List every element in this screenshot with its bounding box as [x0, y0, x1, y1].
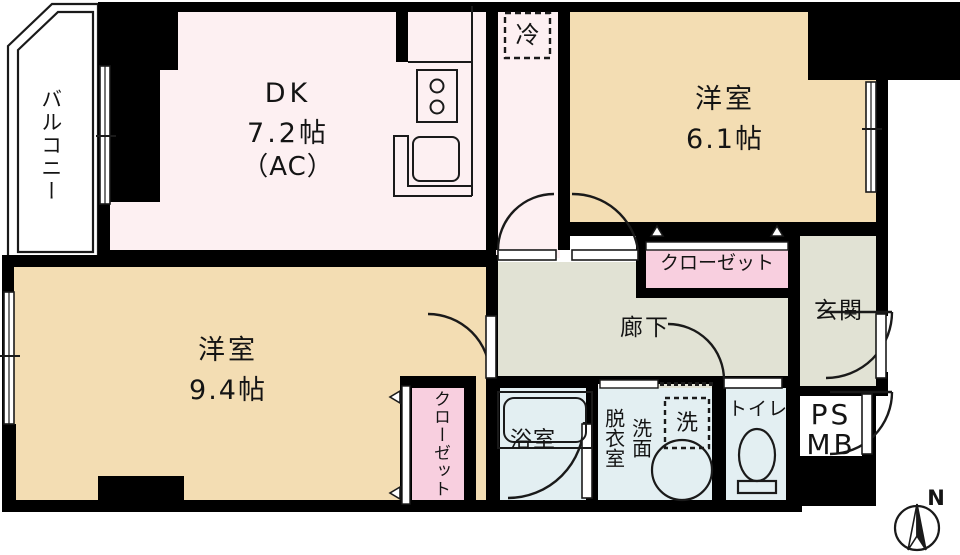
- washer-label: 洗: [675, 411, 698, 436]
- bath-floor: [495, 388, 593, 505]
- genkan-label: 玄関: [814, 298, 864, 324]
- psmb-label-2: MB: [806, 428, 856, 461]
- doors: [427, 192, 894, 500]
- closet-left-floor: [410, 385, 470, 505]
- closet-top-doors: [645, 224, 789, 251]
- psmb-label-1: PS: [810, 398, 852, 431]
- dk-area-label: 7.2帖: [247, 118, 329, 149]
- room61-area-label: 6.1帖: [686, 124, 764, 155]
- room61-floor: [570, 10, 880, 232]
- room94-floor: [10, 265, 490, 505]
- toilet-floor: [724, 388, 792, 505]
- balcony-area: [6, 2, 100, 260]
- bathtub-icon: [497, 391, 593, 449]
- toilet-label: トイレ: [727, 398, 788, 420]
- compass-icon: [893, 503, 941, 552]
- genkan-floor: [800, 236, 878, 392]
- refrigerator-icon: [503, 11, 552, 60]
- refrigerator-label: 冷: [515, 21, 540, 49]
- bath-label: 浴室: [509, 428, 556, 453]
- dk-ac-label: （AC）: [242, 152, 334, 182]
- psmb-floor: [800, 392, 862, 464]
- toilet-icon: [736, 427, 778, 495]
- corridor-label: 廊下: [620, 315, 670, 341]
- wash-basin-icon: [650, 438, 714, 502]
- washroom-entry: [599, 379, 714, 389]
- kitchen-sink-icon: [412, 136, 460, 182]
- room94-label: 洋室: [198, 335, 258, 366]
- closet-left-doors: [388, 385, 411, 505]
- kitchen-counter: [393, 6, 473, 197]
- kitchen-stove-icon: [416, 69, 458, 123]
- balcony-label: バルコニー: [38, 88, 63, 203]
- dk-label: DK: [264, 78, 312, 109]
- room61-label: 洋室: [695, 84, 755, 115]
- washing-machine-icon: [663, 396, 711, 450]
- closet-top-label: クローゼット: [659, 252, 774, 274]
- closet-left-label: クローゼット: [430, 390, 451, 498]
- senmen-label: 洗面: [628, 418, 653, 458]
- north-label: N: [927, 486, 945, 510]
- windows: [0, 65, 882, 425]
- datsui-label: 脱衣室: [601, 408, 626, 468]
- room94-area-label: 9.4帖: [189, 375, 267, 406]
